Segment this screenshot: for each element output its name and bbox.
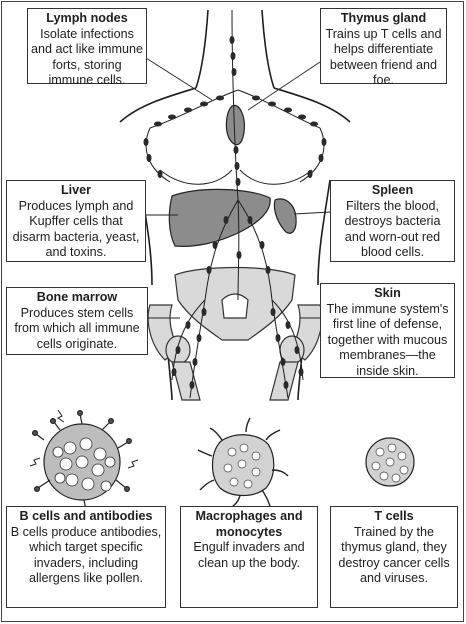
label-t-cells: T cells Trained by the thymus gland, the… (330, 506, 458, 608)
skin-title: Skin (374, 286, 401, 300)
t-cells-body: Trained by the thymus gland, they destro… (338, 524, 450, 586)
skin-body: The immune system's first line of defens… (326, 301, 449, 378)
t-cell-illustration (365, 437, 415, 487)
leader-lines (145, 57, 331, 319)
pelvis-bone (147, 266, 323, 401)
liver-organ (168, 188, 271, 247)
lymph-nodes-body: Isolate infections and act like immune f… (31, 26, 143, 88)
lymph-nodes-title: Lymph nodes (46, 11, 128, 25)
label-b-cells: B cells and antibodies B cells produce a… (6, 506, 166, 608)
t-cells-title: T cells (374, 509, 414, 523)
spleen-title: Spleen (371, 183, 414, 197)
liver-title: Liver (60, 183, 92, 197)
label-bone-marrow: Bone marrow Produces stem cells from whi… (6, 287, 148, 355)
macrophages-body: Engulf invaders and clean up the body. (193, 540, 305, 570)
label-spleen: Spleen Filters the blood, destroys bacte… (330, 180, 455, 262)
thymus-title: Thymus gland (340, 11, 427, 25)
b-cell-illustration (29, 409, 139, 515)
spleen-organ (273, 198, 297, 234)
spleen-body: Filters the blood, destroys bacteria and… (344, 198, 441, 260)
liver-body: Produces lymph and Kupffer cells that di… (12, 198, 140, 260)
b-cells-body: B cells produce antibodies, which target… (10, 524, 162, 586)
label-macrophages: Macrophages and monocytes Engulf invader… (180, 506, 318, 608)
thymus-body: Trains up T cells and helps differentiat… (325, 26, 442, 88)
macrophage-illustration (197, 417, 289, 509)
thymus-organ (225, 104, 245, 146)
bone-marrow-body: Produces stem cells from which all immun… (14, 305, 140, 351)
macrophages-title: Macrophages and monocytes (195, 509, 303, 539)
label-lymph-nodes: Lymph nodes Isolate infections and act l… (27, 8, 147, 87)
label-skin: Skin The immune system's first line of d… (320, 283, 455, 378)
label-liver: Liver Produces lymph and Kupffer cells t… (6, 180, 146, 262)
label-thymus-gland: Thymus gland Trains up T cells and helps… (320, 8, 447, 87)
b-cells-title: B cells and antibodies (19, 509, 153, 523)
lymph-node-beads (143, 36, 327, 389)
bone-marrow-title: Bone marrow (36, 290, 118, 304)
